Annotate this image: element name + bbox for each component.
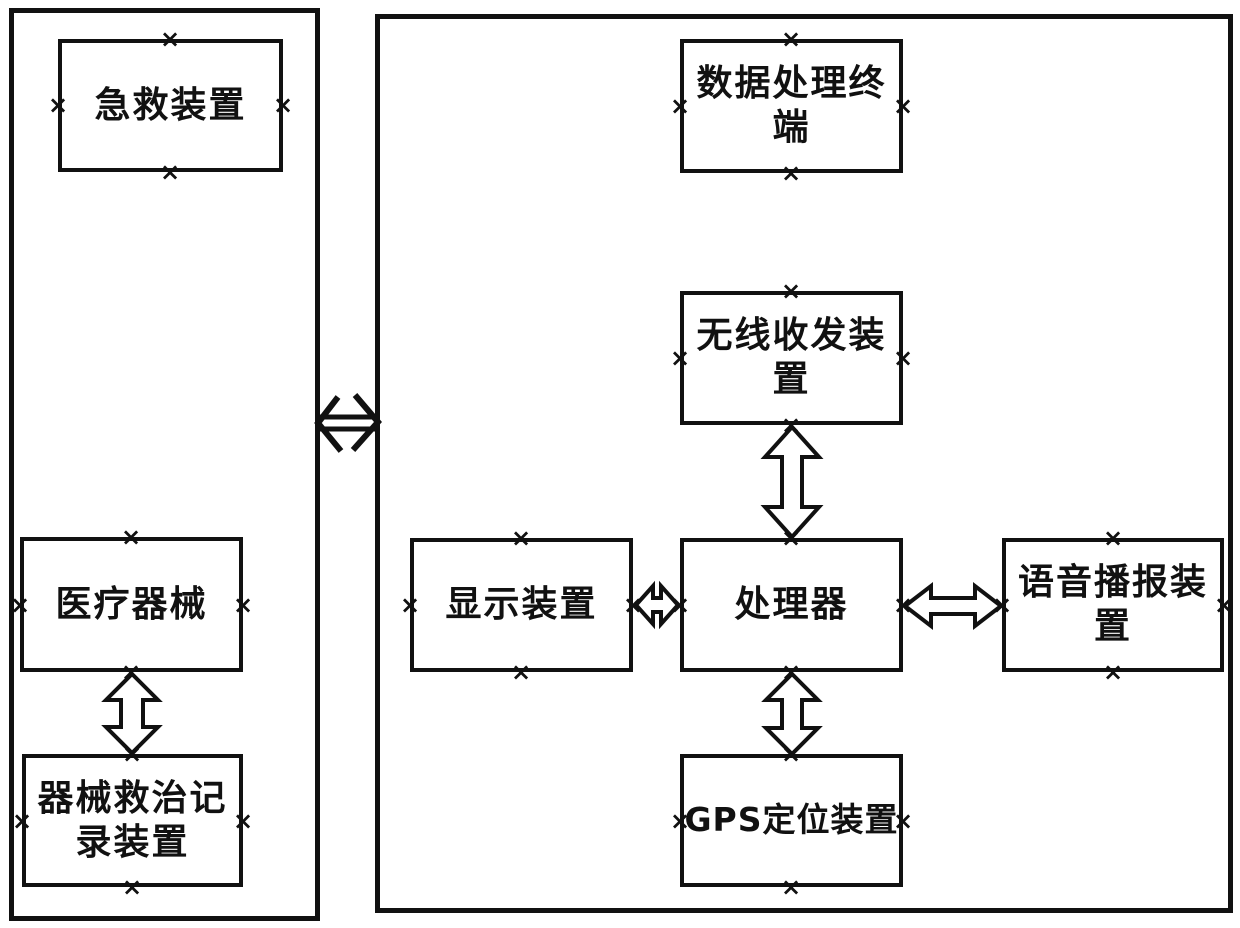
box-voice-broadcast-device-label: 语音播报装 置 xyxy=(1017,562,1208,647)
arrow-display-processor xyxy=(633,580,681,630)
box-gps-positioning-device-label: GPS定位装置 xyxy=(684,800,899,840)
arrow-medical-record xyxy=(101,671,163,756)
arrow-wireless-processor xyxy=(760,424,824,540)
left-unit-container xyxy=(9,8,320,921)
box-apparatus-treatment-recorder-label: 器械救治记 录装置 xyxy=(37,777,228,863)
box-processor-label: 处理器 xyxy=(734,584,849,626)
box-data-processing-terminal-label: 数据处理终 端 xyxy=(696,63,887,148)
arrow-processor-gps xyxy=(761,671,823,757)
box-gps-positioning-device: GPS定位装置 xyxy=(680,754,903,887)
box-display-device-label: 显示装置 xyxy=(445,584,598,626)
box-wireless-transceiver-label: 无线收发装 置 xyxy=(696,315,887,400)
box-emergency-device: 急救装置 xyxy=(58,39,283,172)
box-emergency-device-label: 急救装置 xyxy=(94,84,247,126)
box-apparatus-treatment-recorder: 器械救治记 录装置 xyxy=(22,754,243,887)
box-voice-broadcast-device: 语音播报装 置 xyxy=(1002,538,1224,672)
arrow-left-right-panels xyxy=(314,393,382,453)
right-unit-container xyxy=(375,14,1233,913)
arrow-processor-voice xyxy=(901,581,1005,631)
box-medical-apparatus-label: 医疗器械 xyxy=(55,583,208,625)
box-processor: 处理器 xyxy=(680,538,903,672)
box-data-processing-terminal: 数据处理终 端 xyxy=(680,39,903,173)
box-medical-apparatus: 医疗器械 xyxy=(20,537,243,672)
box-wireless-transceiver: 无线收发装 置 xyxy=(680,291,903,425)
box-display-device: 显示装置 xyxy=(410,538,633,672)
